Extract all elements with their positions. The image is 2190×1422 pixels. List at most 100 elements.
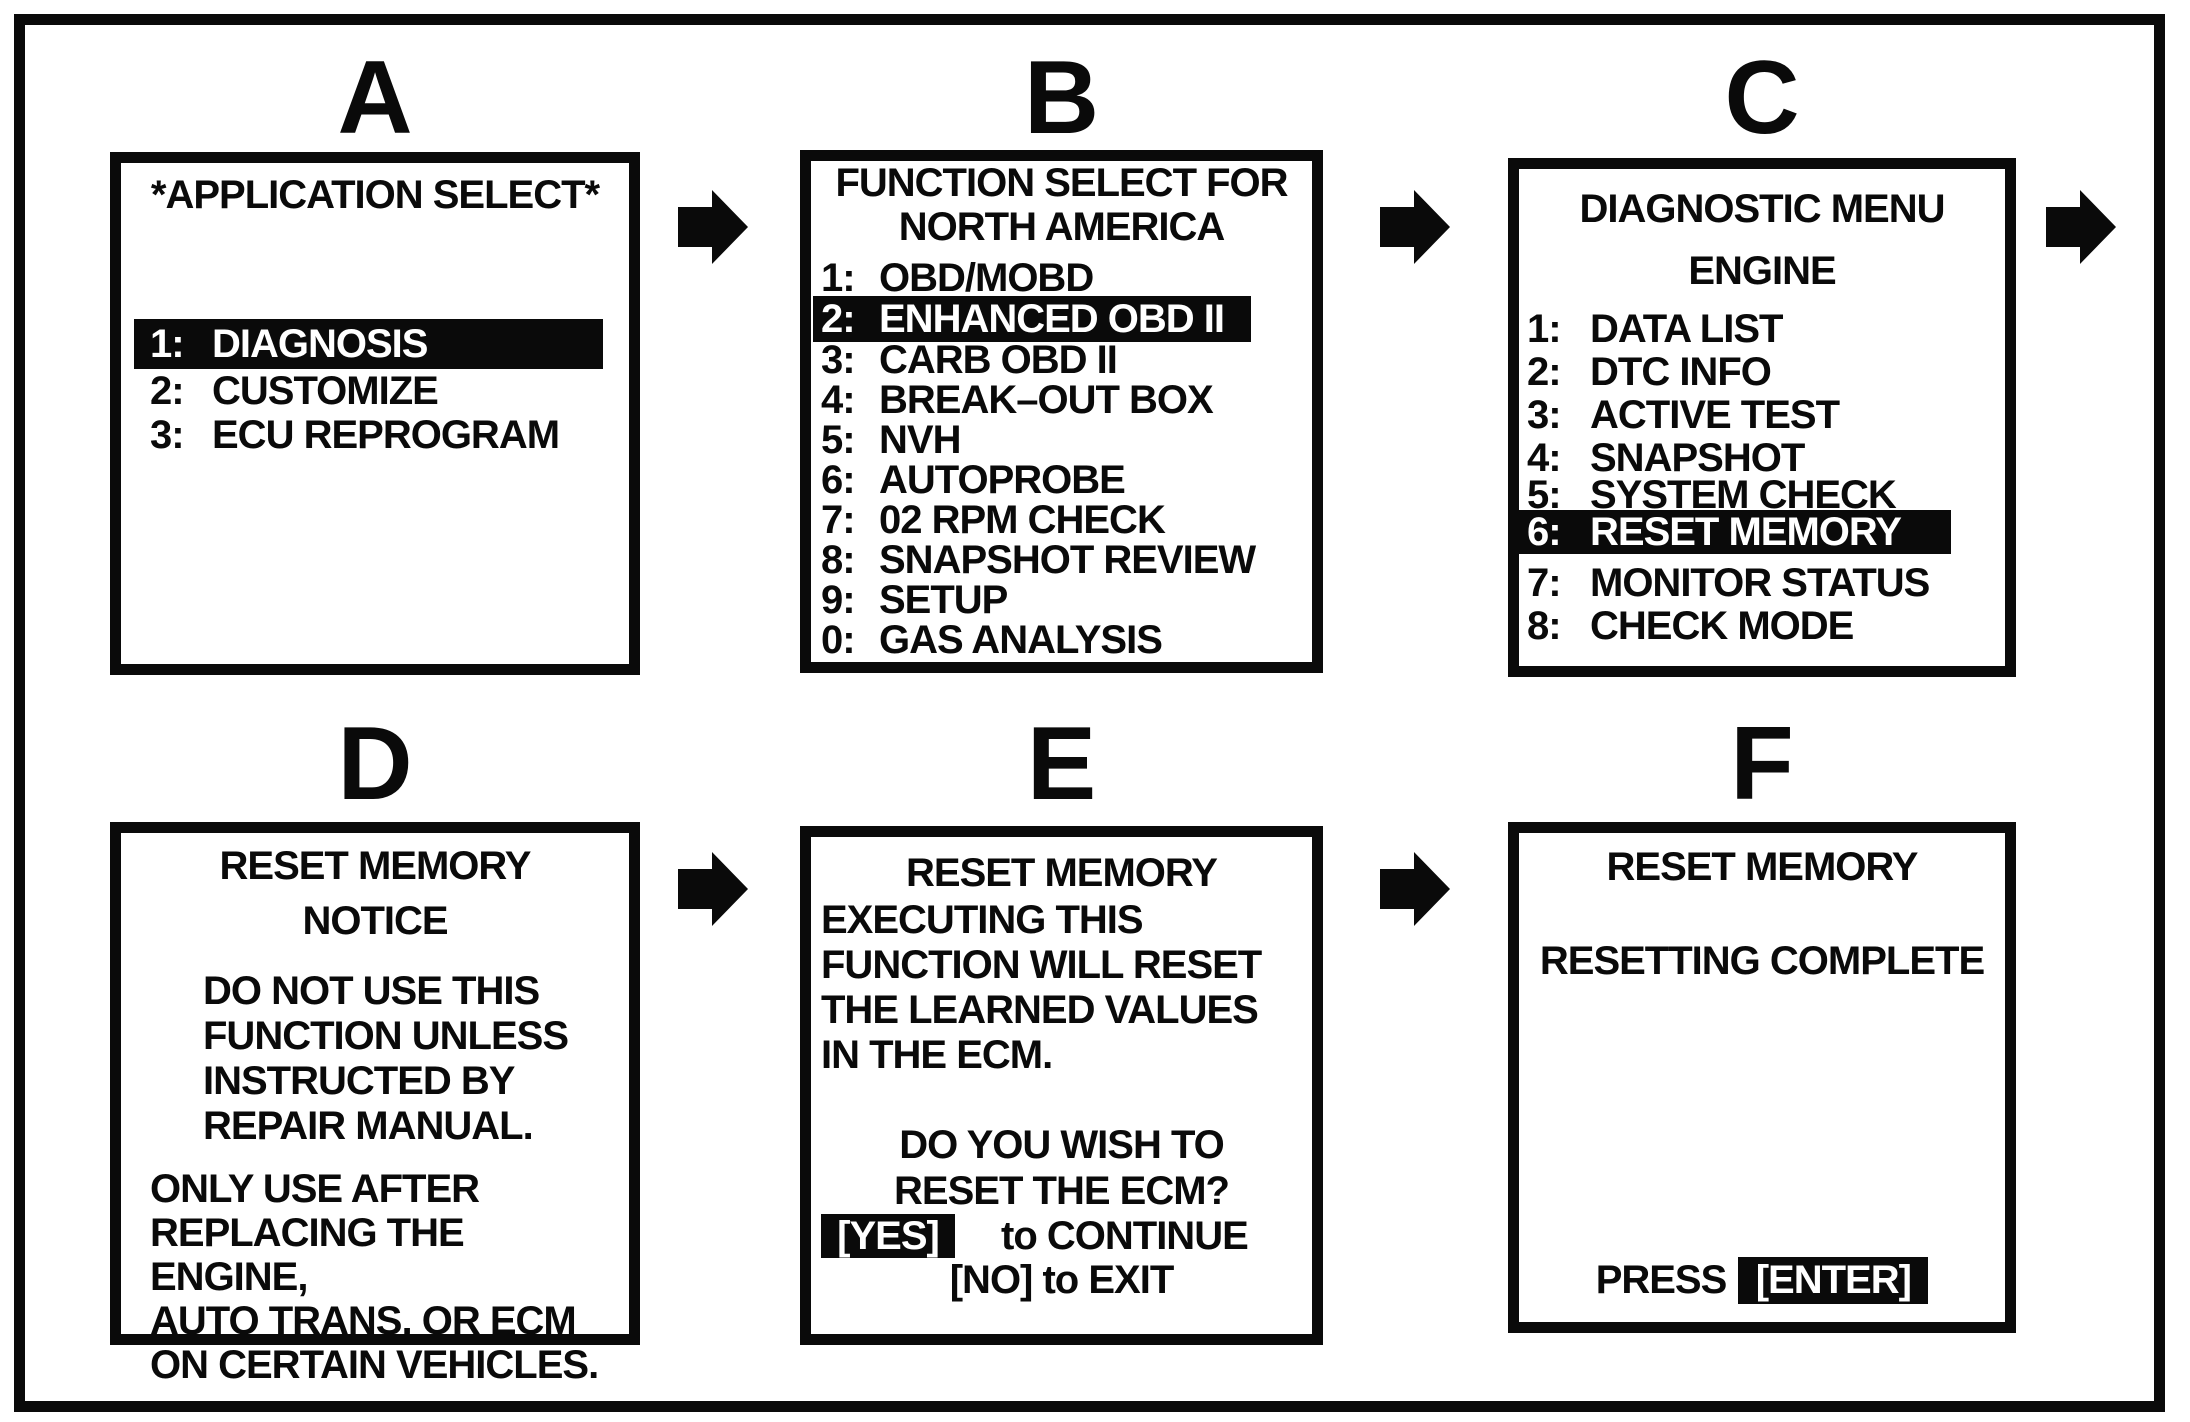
screen-function-select: FUNCTION SELECT FOR NORTH AMERICA 1: OBD… <box>800 150 1323 673</box>
flow-arrow-icon <box>678 852 748 926</box>
menu-item-number: 6: <box>1527 509 1562 554</box>
menu-item-number: 2: <box>150 368 185 413</box>
screen-title-line1: RESET MEMORY <box>219 844 532 888</box>
notice-line: INSTRUCTED BY <box>203 1059 515 1103</box>
menu-item-label: SNAPSHOT REVIEW <box>879 537 1256 582</box>
menu-item-label: DATA LIST <box>1590 307 1783 351</box>
menu-item-number: 1: <box>1527 307 1562 351</box>
notice-line: REPLACING THE ENGINE, <box>150 1211 465 1299</box>
menu-item-label: DIAGNOSIS <box>212 321 428 366</box>
menu-item-number: 3: <box>821 337 856 382</box>
menu-item-number: 6: <box>821 457 856 502</box>
screen-title-line2: NOTICE <box>302 899 448 943</box>
menu-item-dtc-info: 2: DTC INFO <box>1519 350 2005 394</box>
yes-key-highlight: [YES] <box>821 1214 955 1258</box>
press-enter-line: PRESS [ENTER] <box>1519 1257 2005 1304</box>
menu-item-label: ECU REPROGRAM <box>212 412 560 457</box>
menu-item-system-check: 5: SYSTEM CHECK <box>1519 473 2005 517</box>
menu-item-number: 1: <box>821 255 856 300</box>
warning-text: EXECUTING THIS FUNCTION WILL RESET THE L… <box>811 898 1312 1078</box>
notice-line: AUTO TRANS, OR ECM <box>150 1299 577 1343</box>
warning-line: THE LEARNED VALUES <box>821 988 1259 1032</box>
press-label: PRESS <box>1595 1258 1728 1302</box>
menu-item-break-out-box: 4: BREAK–OUT BOX <box>811 377 1312 422</box>
notice-paragraph-1: DO NOT USE THIS FUNCTION UNLESS INSTRUCT… <box>121 969 629 1149</box>
flow-arrow-icon <box>1380 190 1450 264</box>
menu-item-snapshot: 4: SNAPSHOT <box>1519 436 2005 480</box>
notice-line: FUNCTION UNLESS <box>203 1014 569 1058</box>
menu-item-label: GAS ANALYSIS <box>879 617 1163 662</box>
menu-item-autoprobe: 6: AUTOPROBE <box>811 457 1312 502</box>
notice-paragraph-2: ONLY USE AFTER REPLACING THE ENGINE, AUT… <box>121 1167 629 1387</box>
screen-application-select: *APPLICATION SELECT* 1: DIAGNOSIS 2: CUS… <box>110 152 640 675</box>
menu-item-check-mode: 8: CHECK MODE <box>1519 604 2005 648</box>
menu-item-number: 5: <box>1527 472 1562 517</box>
warning-line: FUNCTION WILL RESET <box>821 943 1262 987</box>
menu-item-obd-mobd: 1: OBD/MOBD <box>811 255 1312 300</box>
notice-line: ONLY USE AFTER <box>150 1167 480 1211</box>
menu-item-carb-obd2: 3: CARB OBD II <box>811 337 1312 382</box>
menu-item-monitor-status: 7: MONITOR STATUS <box>1519 561 2005 605</box>
menu-item-number: 1: <box>150 321 185 366</box>
menu-item-label: CHECK MODE <box>1590 604 1854 648</box>
menu-item-snapshot-review: 8: SNAPSHOT REVIEW <box>811 537 1312 582</box>
screen-reset-memory-confirm: RESET MEMORY EXECUTING THIS FUNCTION WIL… <box>800 826 1323 1345</box>
menu-item-data-list: 1: DATA LIST <box>1519 307 2005 351</box>
menu-item-label: DTC INFO <box>1590 350 1772 394</box>
menu-item-nvh: 5: NVH <box>811 417 1312 462</box>
menu-item-label: ENHANCED OBD II <box>879 296 1225 341</box>
menu-item-customize: 2: CUSTOMIZE <box>121 369 629 413</box>
step-label-c: C <box>1724 40 1800 156</box>
flow-arrow-icon <box>678 190 748 264</box>
screen-title-line2: ENGINE <box>1688 249 1836 293</box>
menu-item-label: MONITOR STATUS <box>1590 561 1930 605</box>
flow-arrow-icon <box>2046 190 2116 264</box>
confirm-question-line: DO YOU WISH TO <box>899 1123 1225 1167</box>
menu-item-label: OBD/MOBD <box>879 255 1094 300</box>
notice-line: REPAIR MANUAL. <box>203 1104 534 1148</box>
notice-line: ON CERTAIN VEHICLES. <box>150 1343 599 1387</box>
step-label-d: D <box>337 706 413 822</box>
screen-diagnostic-menu: DIAGNOSTIC MENU ENGINE 1: DATA LIST 2: D… <box>1508 158 2016 677</box>
menu-item-ecu-reprogram: 3: ECU REPROGRAM <box>121 413 629 457</box>
menu-item-number: 8: <box>821 537 856 582</box>
menu-item-gas-analysis: 0: GAS ANALYSIS <box>811 617 1312 662</box>
menu-item-label: CUSTOMIZE <box>212 368 439 413</box>
yes-action-label: to CONTINUE <box>1001 1213 1249 1258</box>
notice-line: DO NOT USE THIS <box>203 969 540 1013</box>
menu-item-label: SETUP <box>879 577 1008 622</box>
menu-item-number: 3: <box>150 412 185 457</box>
menu-item-reset-memory-selected: 6: RESET MEMORY <box>1517 510 1951 554</box>
menu-item-number: 0: <box>821 617 856 662</box>
warning-line: IN THE ECM. <box>821 1033 1053 1077</box>
step-label-a: A <box>337 40 413 156</box>
menu-item-label: SNAPSHOT <box>1590 436 1805 480</box>
diagram-border <box>14 14 2165 1412</box>
menu-item-number: 8: <box>1527 604 1562 648</box>
menu-item-number: 4: <box>1527 436 1562 480</box>
no-option-line: [NO] to EXIT <box>949 1258 1175 1302</box>
menu-item-label: ACTIVE TEST <box>1590 393 1840 437</box>
status-text: RESETTING COMPLETE <box>1539 939 1985 983</box>
menu-item-label: NVH <box>879 417 961 462</box>
flow-arrow-icon <box>1380 852 1450 926</box>
menu-item-number: 4: <box>821 377 856 422</box>
menu-item-label: AUTOPROBE <box>879 457 1126 502</box>
screen-title: RESET MEMORY <box>1606 845 1919 889</box>
menu-item-label: RESET MEMORY <box>1590 509 1902 554</box>
screen-title-line2: NORTH AMERICA <box>898 205 1226 249</box>
menu-item-number: 7: <box>821 497 856 542</box>
step-label-b: B <box>1023 40 1100 156</box>
menu-item-enhanced-obd2-selected: 2: ENHANCED OBD II <box>813 296 1251 342</box>
menu-item-diagnosis-selected: 1: DIAGNOSIS <box>134 319 603 369</box>
menu-item-label: SYSTEM CHECK <box>1590 472 1897 517</box>
step-label-f: F <box>1730 706 1794 822</box>
menu-item-number: 7: <box>1527 561 1562 605</box>
step-label-e: E <box>1026 706 1097 822</box>
menu-item-number: 2: <box>821 296 856 341</box>
menu-item-label: BREAK–OUT BOX <box>879 377 1214 422</box>
confirm-question-line: RESET THE ECM? <box>894 1169 1230 1213</box>
menu-item-number: 2: <box>1527 350 1562 394</box>
menu-item-label: CARB OBD II <box>879 337 1118 382</box>
menu-item-number: 9: <box>821 577 856 622</box>
